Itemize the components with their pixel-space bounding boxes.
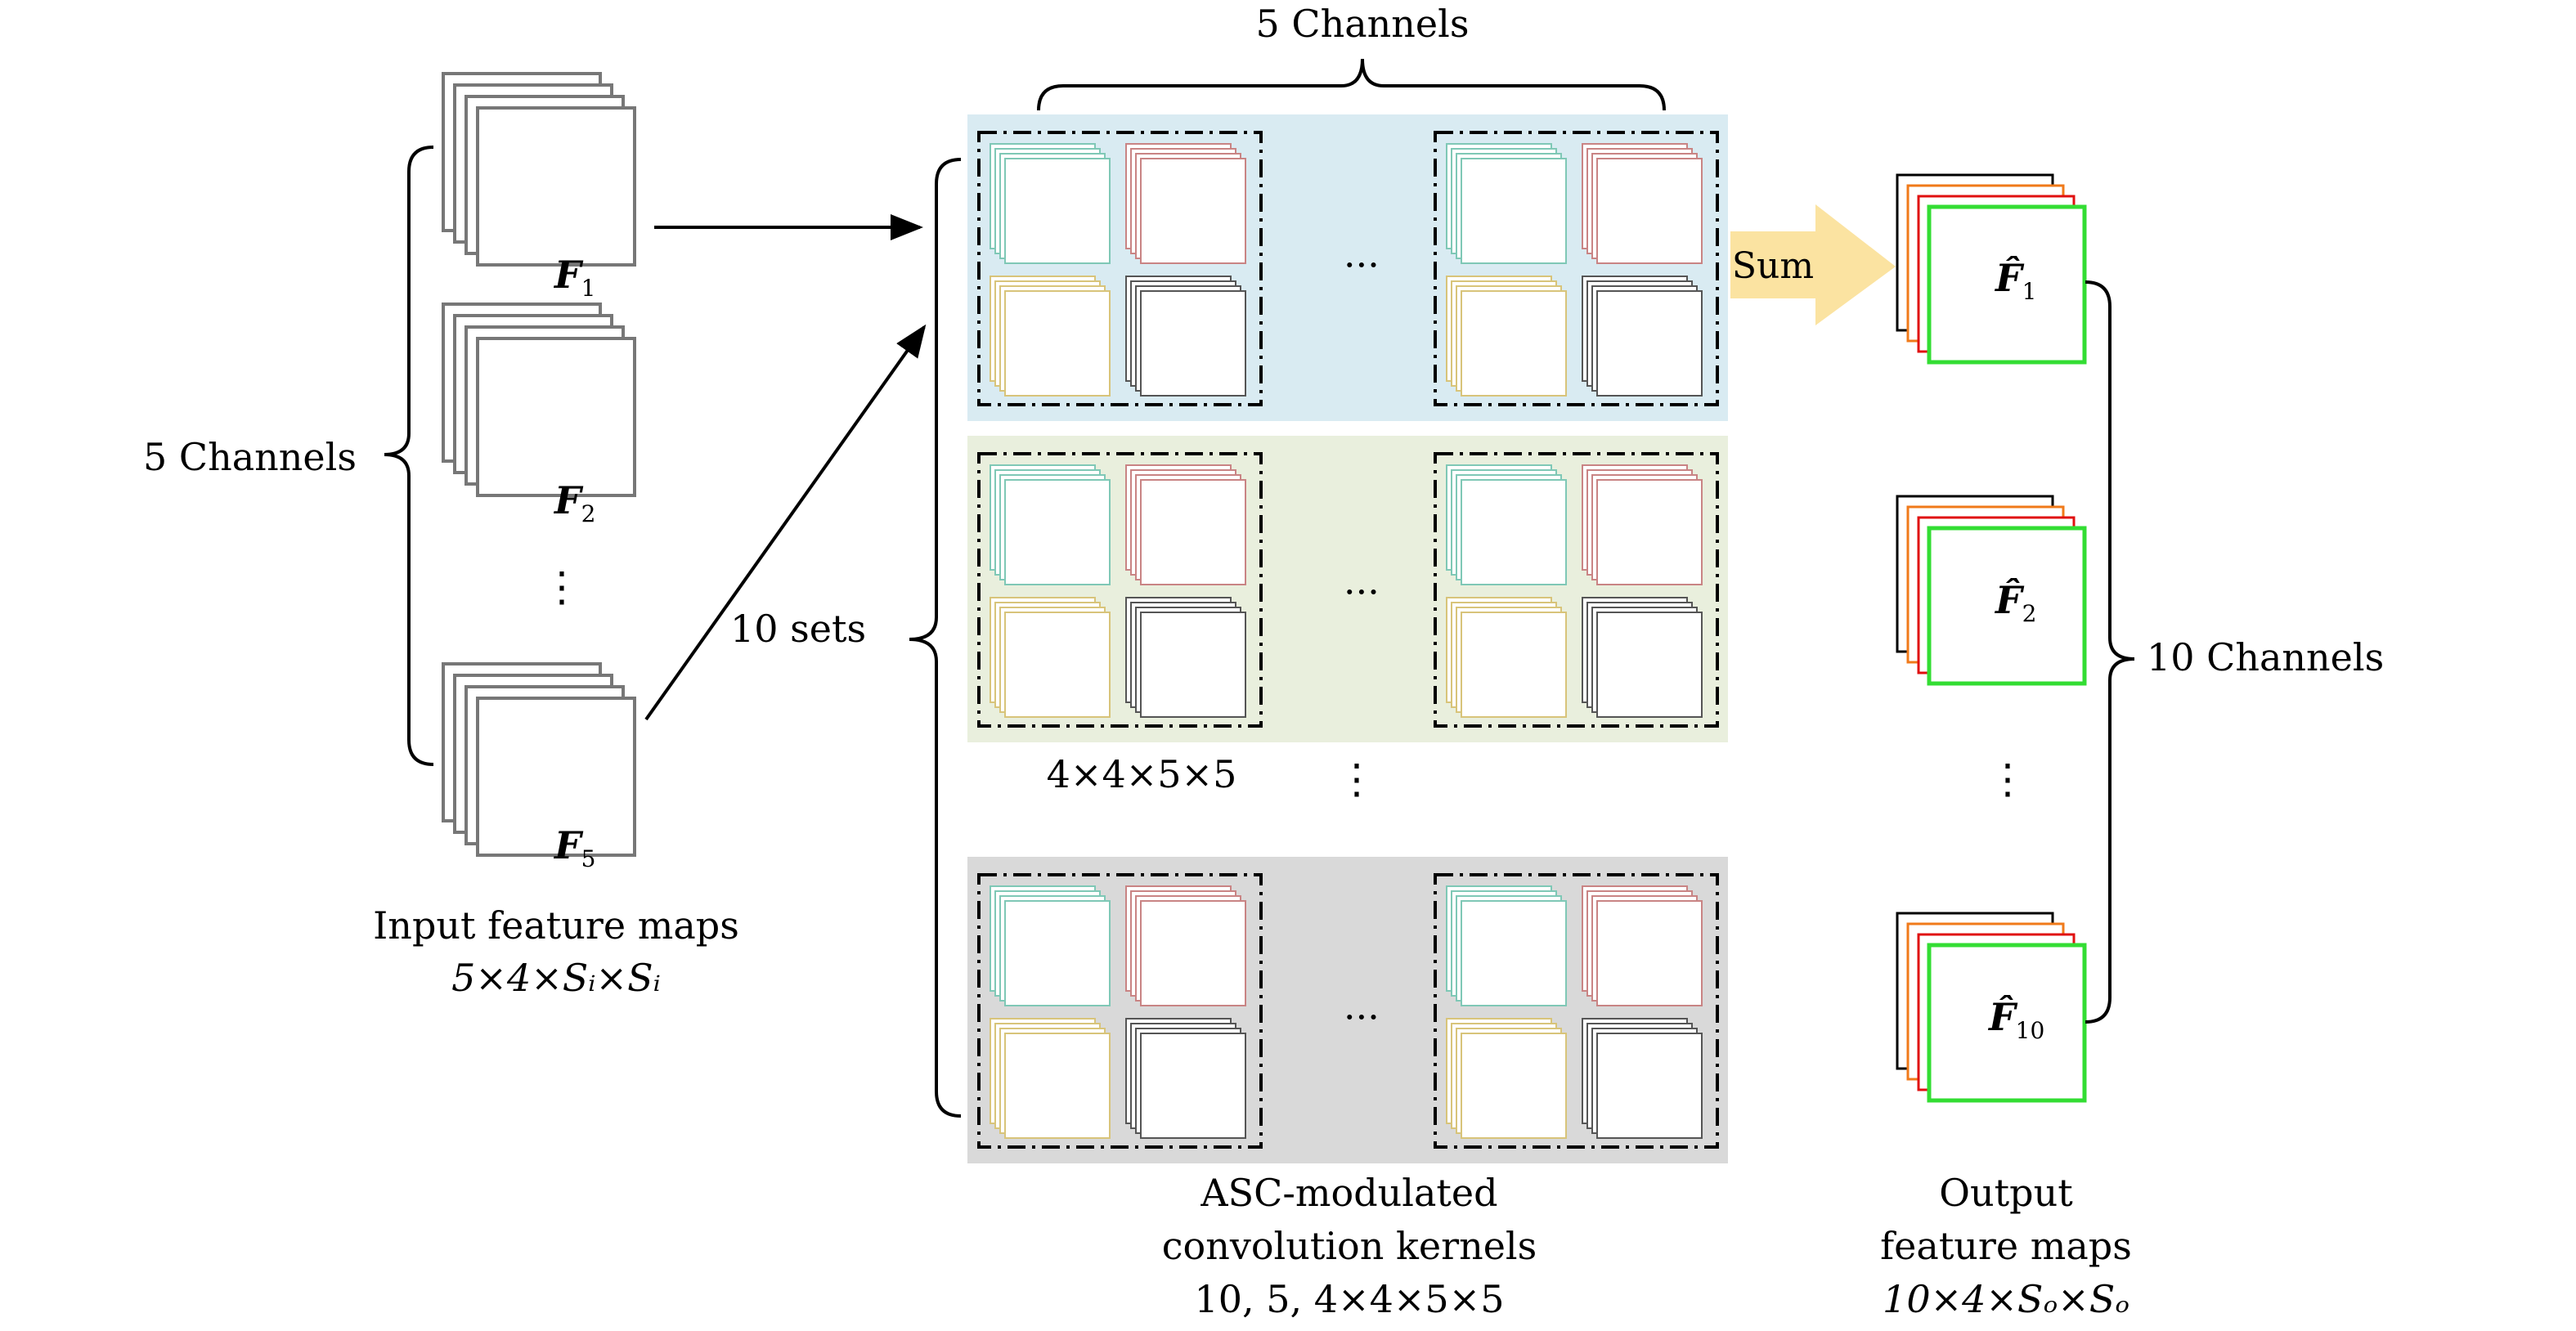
output-channels-label: 10 Channels xyxy=(2147,635,2384,679)
kernel-square xyxy=(1596,479,1703,585)
input-map-stack-2 xyxy=(442,302,636,497)
output-caption-line3: 10×4×Sₒ×Sₒ xyxy=(1883,1277,2129,1321)
kernel-group-frame xyxy=(977,452,1263,728)
kernel-panels xyxy=(967,114,1728,1163)
kernel-square xyxy=(1461,612,1567,718)
input-map-2-label: F2 xyxy=(553,478,596,527)
kernel-square xyxy=(1140,290,1246,397)
output-feature-map-stacks xyxy=(1896,173,2087,1103)
output-map-stack-2 xyxy=(1896,495,2087,686)
kernels-caption-line3: 10, 5, 4×4×5×5 xyxy=(1195,1277,1505,1321)
kernel-square xyxy=(1004,900,1111,1006)
kernel-group-frame xyxy=(1434,131,1719,406)
kernels-sets-brace xyxy=(909,158,962,1118)
arrow-f5-to-kernels xyxy=(644,324,927,721)
kernel-panel-2 xyxy=(967,436,1728,742)
input-brace xyxy=(384,146,434,766)
kernel-square xyxy=(1461,290,1567,397)
kernels-caption-line2: convolution kernels xyxy=(1162,1224,1537,1268)
output-brace xyxy=(2085,280,2135,1024)
input-caption-dims: 5×4×Sᵢ×Sᵢ xyxy=(451,956,661,1000)
kernel-group-frame xyxy=(1434,873,1719,1149)
output-ellipsis: ⋮ xyxy=(1987,755,2028,803)
input-map-layer xyxy=(476,337,636,497)
sum-arrow xyxy=(1730,204,1896,325)
kernel-panel-1 xyxy=(967,114,1728,421)
kernel-square xyxy=(1140,900,1246,1006)
kernel-square xyxy=(1140,1033,1246,1139)
kernel-square xyxy=(1140,479,1246,585)
output-map-layer xyxy=(1927,943,2087,1103)
input-map-stack-1 xyxy=(442,72,636,267)
kernel-square xyxy=(1461,900,1567,1006)
output-map-stack-3 xyxy=(1896,912,2087,1103)
kernel-square xyxy=(1461,479,1567,585)
kernel-square xyxy=(1140,612,1246,718)
kernel-square xyxy=(1596,900,1703,1006)
input-feature-map-stacks xyxy=(442,72,636,857)
kernel-square xyxy=(1461,158,1567,264)
output-map-1-label: F̂1 xyxy=(1994,256,2037,305)
kernel-square xyxy=(1140,158,1246,264)
input-caption-title: Input feature maps xyxy=(373,903,739,948)
output-caption-line1: Output xyxy=(1939,1171,2073,1215)
kernel-group-frame xyxy=(977,873,1263,1149)
kernel-square xyxy=(1596,290,1703,397)
kernel-size-label: 4×4×5×5 xyxy=(1047,752,1237,796)
panel-ellipsis-1: ··· xyxy=(1344,570,1380,614)
input-map-1-label: F1 xyxy=(553,253,596,302)
kernel-square xyxy=(1004,158,1111,264)
kernel-square xyxy=(1004,479,1111,585)
kernel-square xyxy=(1596,158,1703,264)
input-map-5-label: F5 xyxy=(553,823,596,872)
panel-ellipsis-top: ··· xyxy=(1344,243,1380,287)
input-channels-label: 5 Channels xyxy=(143,435,357,479)
kernel-square xyxy=(1004,612,1111,718)
kernel-panel-3 xyxy=(967,857,1728,1163)
kernel-square xyxy=(1596,612,1703,718)
kernel-square xyxy=(1004,290,1111,397)
output-map-layer xyxy=(1927,526,2087,686)
input-map-stack-3 xyxy=(442,662,636,857)
kernel-square xyxy=(1004,1033,1111,1139)
kernel-square xyxy=(1596,1033,1703,1139)
kernels-channels-brace xyxy=(1037,58,1666,111)
sum-label: Sum xyxy=(1732,245,1814,287)
input-map-layer xyxy=(476,697,636,857)
output-map-2-label: F̂2 xyxy=(1994,578,2037,627)
output-map-10-label: F̂10 xyxy=(1987,995,2044,1044)
kernel-square xyxy=(1461,1033,1567,1139)
sets-label: 10 sets xyxy=(730,607,866,651)
output-caption-line2: feature maps xyxy=(1880,1224,2132,1268)
input-map-layer xyxy=(476,106,636,267)
kernels-caption-line1: ASC-modulated xyxy=(1200,1171,1497,1215)
kernel-group-frame xyxy=(1434,452,1719,728)
kernel-group-frame xyxy=(977,131,1263,406)
kernels-vertical-ellipsis: ⋮ xyxy=(1336,755,1377,803)
kernels-top-channels-label: 5 Channels xyxy=(1256,2,1470,46)
output-map-stack-1 xyxy=(1896,173,2087,365)
panel-ellipsis-3: ··· xyxy=(1344,995,1380,1039)
output-map-layer xyxy=(1927,204,2087,365)
input-ellipsis: ⋮ xyxy=(541,563,582,611)
